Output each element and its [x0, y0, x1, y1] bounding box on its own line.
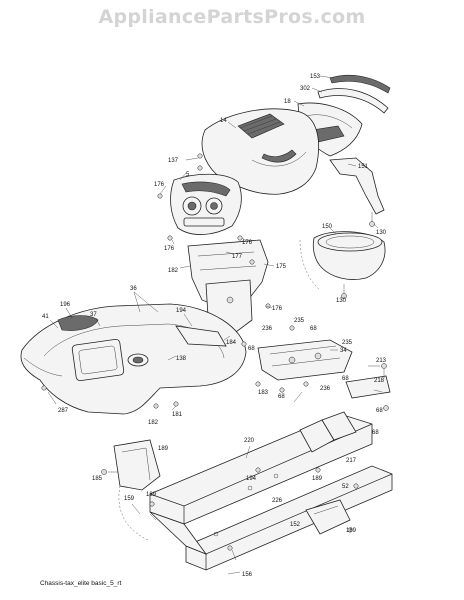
foot-pad — [57, 315, 99, 331]
diagram-caption: Chassis-tax_elite basic_5_rt — [40, 580, 122, 587]
callout-68: 68 — [342, 376, 349, 382]
callout-151: 151 — [358, 164, 369, 170]
callout-236: 236 — [262, 326, 273, 332]
callout-182: 182 — [168, 268, 179, 274]
hitch-plate — [305, 499, 351, 535]
callout-189: 189 — [158, 446, 169, 452]
callout-226: 226 — [272, 498, 283, 504]
fasteners — [41, 153, 359, 551]
callout-189: 189 — [312, 476, 323, 482]
callout-189: 189 — [346, 528, 357, 534]
callout-156: 156 — [242, 572, 253, 578]
callout-196: 196 — [60, 302, 71, 308]
callout-138: 138 — [176, 356, 187, 362]
watermark: AppliancePartsPros.com — [98, 6, 366, 28]
callout-302: 302 — [300, 86, 311, 92]
side-bracket — [345, 363, 391, 411]
fuel-tank — [299, 231, 386, 299]
floor-pan — [20, 303, 247, 415]
callout-194: 194 — [246, 476, 257, 482]
callout-217: 217 — [346, 458, 357, 464]
pedal-linkage — [257, 339, 353, 381]
callout-152: 152 — [290, 522, 301, 528]
callout-185: 185 — [92, 476, 103, 482]
callout-176: 176 — [164, 246, 175, 252]
callout-137: 137 — [168, 158, 179, 164]
hood-bracket — [329, 157, 385, 227]
callout-68: 68 — [278, 394, 285, 400]
callout-18: 18 — [284, 99, 291, 105]
callout-194: 194 — [176, 308, 187, 314]
callout-36: 36 — [130, 286, 137, 292]
hood-grille-strip — [317, 74, 391, 114]
callout-52: 52 — [342, 484, 349, 490]
callout-235: 235 — [294, 318, 305, 324]
callout-213: 213 — [376, 358, 387, 364]
callout-184: 184 — [226, 340, 237, 346]
callout-150: 150 — [322, 224, 333, 230]
callout-183: 183 — [258, 390, 269, 396]
callout-68: 68 — [376, 408, 383, 414]
callout-175: 175 — [276, 264, 287, 270]
callout-220: 220 — [244, 438, 255, 444]
callout-41: 41 — [42, 314, 49, 320]
callout-176: 176 — [242, 240, 253, 246]
callout-176: 176 — [154, 182, 165, 188]
chassis-frame — [149, 411, 393, 571]
callout-68: 68 — [372, 430, 379, 436]
dash-panel — [170, 173, 242, 235]
callout-181: 181 — [172, 412, 183, 418]
callout-236: 236 — [320, 386, 331, 392]
callout-182: 182 — [148, 420, 159, 426]
callout-189: 189 — [146, 492, 157, 498]
callout-235: 235 — [342, 340, 353, 346]
callout-130: 130 — [336, 298, 347, 304]
callout-5: 5 — [186, 172, 190, 178]
callout-153: 153 — [310, 74, 321, 80]
callout-159: 159 — [124, 496, 135, 502]
callout-37: 37 — [90, 312, 97, 318]
callout-14: 14 — [220, 118, 227, 124]
callout-176: 176 — [272, 306, 283, 312]
leader-lines — [47, 75, 383, 575]
callout-287: 287 — [58, 408, 69, 414]
callout-130: 130 — [376, 230, 387, 236]
callout-177: 177 — [232, 254, 243, 260]
callout-68: 68 — [310, 326, 317, 332]
callout-labels: 153 302 18 14 137 5 151 176 130 150 176 … — [42, 74, 387, 578]
callout-34: 34 — [340, 348, 347, 354]
hood-assembly — [201, 108, 319, 195]
callout-68: 68 — [248, 346, 255, 352]
front-axle-bracket — [101, 439, 161, 541]
callout-218: 218 — [374, 378, 385, 384]
